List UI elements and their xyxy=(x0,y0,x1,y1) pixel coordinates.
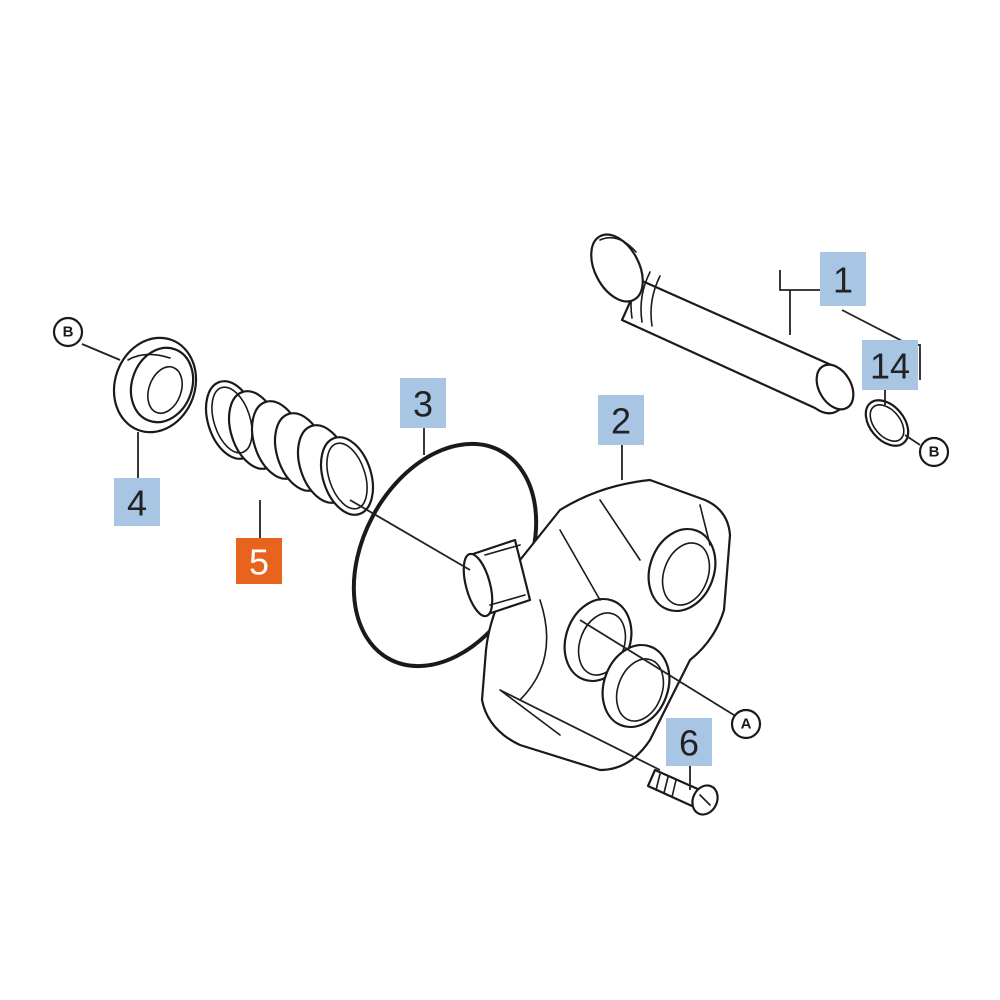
part-label-box-3 xyxy=(400,378,446,428)
part-label-box-1 xyxy=(820,252,866,306)
screw xyxy=(646,768,719,816)
part-label-box-5 xyxy=(236,538,282,584)
part-label-5: 5 xyxy=(236,538,282,584)
part-label-text-5: 5 xyxy=(249,542,269,583)
ref-b-right-text: B xyxy=(929,444,940,461)
part-label-text-2: 2 xyxy=(611,401,631,442)
pump-housing xyxy=(462,478,732,772)
part-label-14: 14 xyxy=(862,340,918,390)
part-label-2: 2 xyxy=(598,395,644,445)
part-label-box-6 xyxy=(666,718,712,766)
part-label-1: 1 xyxy=(820,252,866,306)
coil-spring xyxy=(204,380,375,516)
part-label-4: 4 xyxy=(114,478,160,526)
ref-b-left: B xyxy=(52,316,84,348)
ref-a-text: A xyxy=(741,716,752,733)
part-label-text-3: 3 xyxy=(413,384,433,425)
ref-a: A xyxy=(730,708,762,740)
part-label-text-14: 14 xyxy=(870,346,910,387)
ref-b-right: B xyxy=(918,436,950,468)
part-label-6: 6 xyxy=(666,718,712,766)
ref-b-left-text: B xyxy=(63,324,74,341)
part-label-box-4 xyxy=(114,478,160,526)
part-label-text-1: 1 xyxy=(833,260,853,301)
part-number-labels: 1 14 2 3 4 5 6 xyxy=(114,252,918,766)
part-label-3: 3 xyxy=(400,378,446,428)
piston-rod xyxy=(590,233,855,415)
part-label-text-4: 4 xyxy=(127,483,147,524)
retaining-ring xyxy=(864,399,910,447)
leader-lines xyxy=(81,270,921,790)
part-label-text-6: 6 xyxy=(679,723,699,764)
seal-ring xyxy=(112,336,198,434)
part-label-box-2 xyxy=(598,395,644,445)
part-label-box-14 xyxy=(862,340,918,390)
